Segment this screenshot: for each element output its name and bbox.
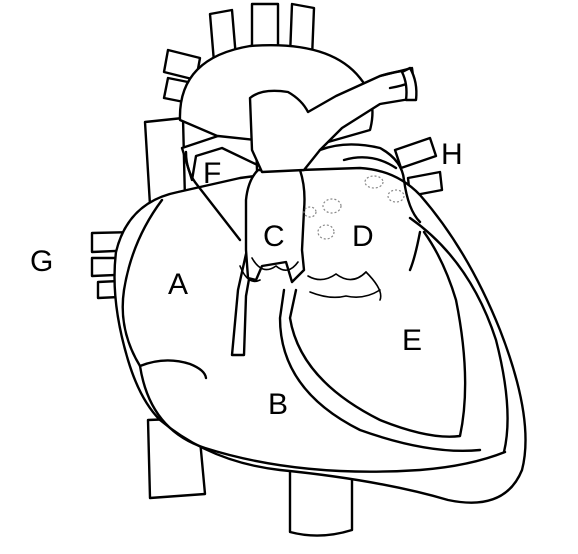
label-E: E bbox=[402, 324, 422, 357]
right-atrium-wall bbox=[121, 198, 208, 380]
label-F: F bbox=[203, 157, 221, 190]
label-C: C bbox=[263, 220, 285, 253]
vein-openings bbox=[303, 175, 405, 240]
label-H: H bbox=[441, 138, 463, 171]
left-ventricle-wall bbox=[408, 216, 509, 454]
heart-body bbox=[113, 166, 527, 504]
ascending-aorta bbox=[244, 168, 306, 284]
label-D: D bbox=[352, 220, 374, 253]
descending-aorta bbox=[288, 464, 354, 537]
label-A: A bbox=[168, 268, 188, 301]
label-B: B bbox=[268, 388, 288, 421]
valve-leaflets bbox=[239, 257, 382, 301]
label-G: G bbox=[30, 245, 53, 278]
septum bbox=[278, 230, 482, 453]
left-atrium-wall bbox=[318, 143, 422, 224]
